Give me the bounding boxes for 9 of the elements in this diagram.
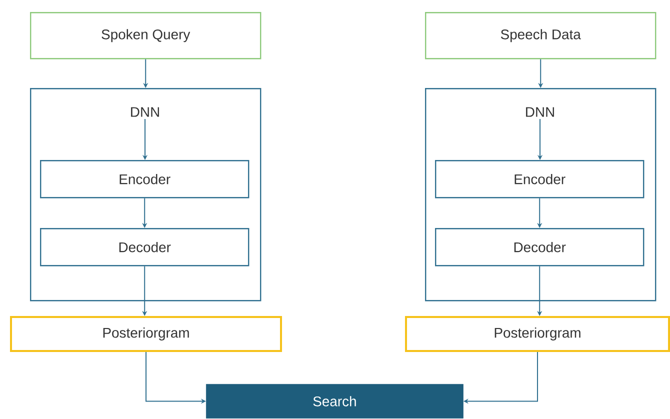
process-box: Encoder <box>40 160 250 198</box>
input-box: Spoken Query <box>30 12 262 60</box>
output-box: Posteriorgram <box>10 316 282 352</box>
output-box: Posteriorgram <box>405 316 670 352</box>
process-box: Decoder <box>40 228 250 266</box>
input-box: Speech Data <box>425 12 656 60</box>
search-box: Search <box>206 384 464 418</box>
process-box: Encoder <box>435 160 644 198</box>
process-box: Decoder <box>435 228 644 266</box>
